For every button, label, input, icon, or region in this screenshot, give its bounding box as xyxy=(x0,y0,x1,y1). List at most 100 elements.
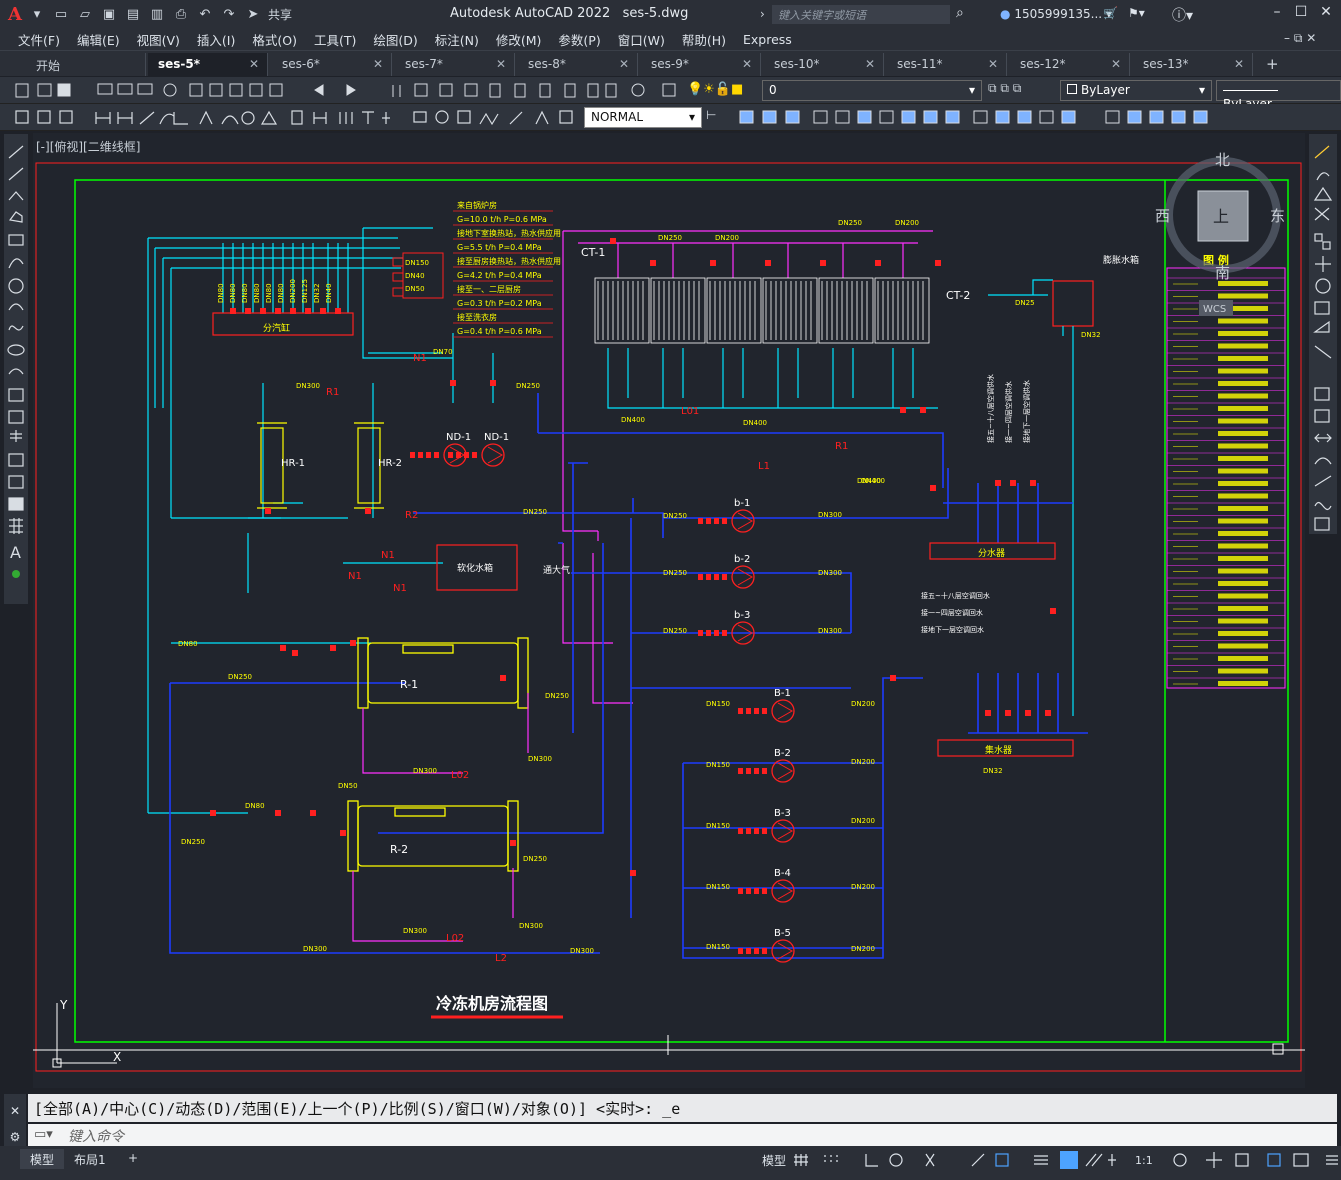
viewcube[interactable]: 上 北 南 东 西 WCS xyxy=(1155,151,1285,316)
menu-express[interactable]: Express xyxy=(742,31,792,47)
open-file-icon[interactable]: ▱ xyxy=(79,6,90,22)
drawing-svg[interactable]: 图 例 分汽缸 HR-1 HR-2 xyxy=(33,133,1305,1088)
drawing-canvas[interactable]: 图 例 分汽缸 HR-1 HR-2 xyxy=(33,133,1305,1088)
linetype-dropdown[interactable]: ByLayer xyxy=(1216,80,1341,111)
viewcube-west[interactable]: 西 xyxy=(1155,207,1170,225)
redo-icon[interactable]: ↷ xyxy=(223,6,235,22)
tab-ses-7[interactable]: ses-7*✕ xyxy=(395,53,515,76)
layer-state-icons[interactable]: 💡☀🔓■ xyxy=(687,82,744,97)
tab-ses-5[interactable]: ses-5*✕ xyxy=(148,53,268,76)
close-command-icon[interactable]: ✕ xyxy=(9,1104,21,1118)
steam-note: G=10.0 t/h P=0.6 MPa xyxy=(457,215,547,224)
color-dropdown[interactable]: ByLayer▾ xyxy=(1060,80,1212,101)
menu-draw[interactable]: 绘图(D) xyxy=(373,32,418,48)
tab-model[interactable]: 模型 xyxy=(20,1149,65,1169)
maximize-button[interactable]: ☐ xyxy=(1294,4,1308,20)
tab-ses-6[interactable]: ses-6*✕ xyxy=(272,53,392,76)
close-tab-icon[interactable]: ✕ xyxy=(1233,57,1244,71)
legend-desc xyxy=(1218,543,1268,549)
chevron-right-icon[interactable]: › xyxy=(760,7,765,21)
modify-toolbar-side-icons[interactable] xyxy=(1309,134,1337,534)
minimize-button[interactable]: – xyxy=(1273,4,1281,20)
close-tab-icon[interactable]: ✕ xyxy=(1110,57,1121,71)
cart-icon[interactable]: 🛒 xyxy=(1103,6,1118,20)
layer-dropdown[interactable]: 0▾ xyxy=(762,80,982,101)
new-tab-button[interactable]: + xyxy=(1266,55,1279,73)
autocad-logo-icon[interactable]: A xyxy=(8,3,22,25)
dropdown-arrow-icon[interactable]: ▾ xyxy=(33,6,41,22)
menu-help[interactable]: 帮助(H) xyxy=(681,32,726,48)
branch-note: 接地下一层空调供水 xyxy=(1022,380,1031,443)
menu-tools[interactable]: 工具(T) xyxy=(313,32,357,48)
tab-ses-8[interactable]: ses-8*✕ xyxy=(518,53,638,76)
autodesk-icon[interactable]: ⚑▾ xyxy=(1128,6,1145,20)
menu-modify[interactable]: 修改(M) xyxy=(495,32,542,48)
close-tab-icon[interactable]: ✕ xyxy=(248,57,259,71)
tab-ses-12[interactable]: ses-12*✕ xyxy=(1010,53,1130,76)
menu-window[interactable]: 窗口(W) xyxy=(617,32,665,48)
annotation-scale[interactable]: 1:1 xyxy=(1135,1154,1153,1167)
tab-layout1[interactable]: 布局1 xyxy=(74,1153,106,1167)
layer-tools-icons[interactable]: ⧉ ⧉ ⧉ xyxy=(988,81,1022,95)
user-account[interactable]: ● 1505999135... ▾ xyxy=(1000,7,1112,21)
publish-icon[interactable]: ▥ xyxy=(150,6,164,22)
close-tab-icon[interactable]: ✕ xyxy=(741,57,752,71)
pump-label: b-2 xyxy=(734,554,750,565)
new-file-icon[interactable]: ▭ xyxy=(54,6,68,22)
valve-marker xyxy=(464,452,469,458)
save-icon[interactable]: ▣ xyxy=(102,6,116,22)
share-icon[interactable]: ➤ xyxy=(247,6,259,22)
menu-parametric[interactable]: 参数(P) xyxy=(558,32,601,48)
legend-desc xyxy=(1218,618,1268,624)
wcs-label[interactable]: WCS xyxy=(1203,304,1226,315)
viewcube-east[interactable]: 东 xyxy=(1270,207,1285,225)
standard-toolbar-icons[interactable] xyxy=(10,77,710,104)
close-tab-icon[interactable]: ✕ xyxy=(987,57,998,71)
viewcube-south[interactable]: 南 xyxy=(1215,264,1230,282)
valve-marker xyxy=(1005,710,1011,716)
tab-start[interactable]: 开始 xyxy=(26,53,146,76)
menu-file[interactable]: 文件(F) xyxy=(18,32,60,48)
customize-icon[interactable]: ⚙ xyxy=(9,1130,21,1144)
dimension-update-icon[interactable]: ⊢ xyxy=(706,108,717,122)
help-icon[interactable]: ⓘ▾ xyxy=(1172,8,1194,24)
close-tab-icon[interactable]: ✕ xyxy=(495,57,506,71)
valve-marker xyxy=(762,708,767,714)
draw-toolbar-icons[interactable]: A xyxy=(4,134,28,584)
tab-ses-13[interactable]: ses-13*✕ xyxy=(1133,53,1253,76)
menu-format[interactable]: 格式(O) xyxy=(252,32,297,48)
add-layout-button[interactable]: + xyxy=(128,1151,139,1165)
viewcube-north[interactable]: 北 xyxy=(1215,151,1230,169)
share-button[interactable]: 共享 xyxy=(267,7,292,22)
search-input[interactable]: 键入关键字或短语 xyxy=(772,5,950,24)
menu-edit[interactable]: 编辑(E) xyxy=(76,32,120,48)
dimension-toolbar-icons[interactable] xyxy=(10,104,590,131)
close-tab-icon[interactable]: ✕ xyxy=(372,57,383,71)
close-tab-icon[interactable]: ✕ xyxy=(618,57,629,71)
viewcube-top[interactable]: 上 xyxy=(1213,207,1229,226)
close-button[interactable]: ✕ xyxy=(1320,4,1332,20)
dimstyle-dropdown[interactable]: NORMAL▾ xyxy=(584,107,702,128)
modify-toolbar-icons[interactable] xyxy=(730,104,1230,131)
tab-ses-11[interactable]: ses-11*✕ xyxy=(887,53,1007,76)
save-as-icon[interactable]: ▤ xyxy=(126,6,140,22)
model-space-button[interactable]: 模型 xyxy=(762,1154,787,1168)
viewport-controls[interactable]: [-][俯视][二维线框] xyxy=(36,140,141,154)
pipe-size-label: DN25 xyxy=(1015,299,1035,307)
menu-view[interactable]: 视图(V) xyxy=(136,32,180,48)
tab-ses-9[interactable]: ses-9*✕ xyxy=(641,53,761,76)
search-icon[interactable]: ⌕ xyxy=(956,5,964,21)
doc-window-controls[interactable]: – ⧉ ✕ xyxy=(1284,31,1317,45)
tab-ses-10[interactable]: ses-10*✕ xyxy=(764,53,884,76)
command-prompt-icon[interactable]: ▭▾ xyxy=(34,1127,53,1142)
status-toggle-icons[interactable]: 1:1 xyxy=(790,1146,1341,1176)
plot-icon[interactable]: ⎙ xyxy=(175,6,187,22)
pipe-size-label: DN50 xyxy=(338,782,358,790)
command-input[interactable]: 键入命令 xyxy=(28,1124,1337,1146)
menu-dimension[interactable]: 标注(N) xyxy=(434,32,479,48)
close-tab-icon[interactable]: ✕ xyxy=(864,57,875,71)
menu-insert[interactable]: 插入(I) xyxy=(196,32,236,48)
grip-handle[interactable] xyxy=(1272,1043,1284,1055)
valve-marker xyxy=(698,574,703,580)
undo-icon[interactable]: ↶ xyxy=(199,6,211,22)
